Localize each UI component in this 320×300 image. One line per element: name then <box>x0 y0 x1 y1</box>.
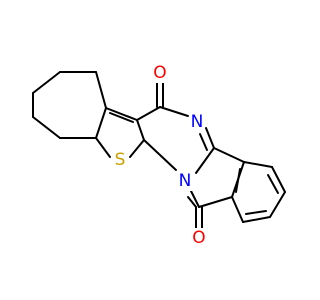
bond <box>95 71 107 109</box>
atom-label-sulfur: S <box>115 150 126 170</box>
atom-o-top: O <box>152 63 168 83</box>
atom-label-background <box>152 63 168 83</box>
bond <box>267 174 279 194</box>
bond <box>95 107 107 139</box>
bond <box>243 161 273 168</box>
bond <box>136 119 145 141</box>
atom-label-nitrogen: N <box>191 112 204 132</box>
bond <box>143 139 177 171</box>
bond <box>105 107 138 121</box>
bond <box>129 139 145 158</box>
atom-label-background <box>191 228 207 248</box>
bond <box>32 71 61 94</box>
bond <box>235 168 241 193</box>
bond <box>32 116 61 139</box>
atom-label-nitrogen: N <box>179 171 192 191</box>
bond <box>198 196 233 208</box>
bond <box>199 133 208 151</box>
atom-label-oxygen: O <box>192 228 205 248</box>
bond <box>271 166 286 193</box>
bond <box>95 137 111 158</box>
bond <box>189 188 200 208</box>
bond <box>136 106 161 121</box>
bond <box>205 127 215 149</box>
bond <box>195 147 215 174</box>
bond <box>242 216 271 223</box>
bond <box>159 106 189 117</box>
molecule-structure-diagram: O N S N O <box>32 63 286 248</box>
atom-s: S <box>111 150 129 170</box>
bonds <box>32 71 286 229</box>
atom-label-background <box>189 112 205 132</box>
atom-label-background <box>177 171 193 191</box>
atom-labels: O N S N O <box>111 63 207 248</box>
bond <box>245 210 267 215</box>
bond <box>231 196 244 223</box>
bond <box>109 112 134 123</box>
atom-label-background <box>111 150 129 170</box>
atom-n-bridge: N <box>177 171 193 191</box>
atom-n-imine: N <box>189 112 205 132</box>
atom-label-oxygen: O <box>153 63 166 83</box>
bond <box>213 147 245 163</box>
bond <box>187 196 197 208</box>
atom-o-bottom: O <box>191 228 207 248</box>
bond <box>269 191 286 218</box>
